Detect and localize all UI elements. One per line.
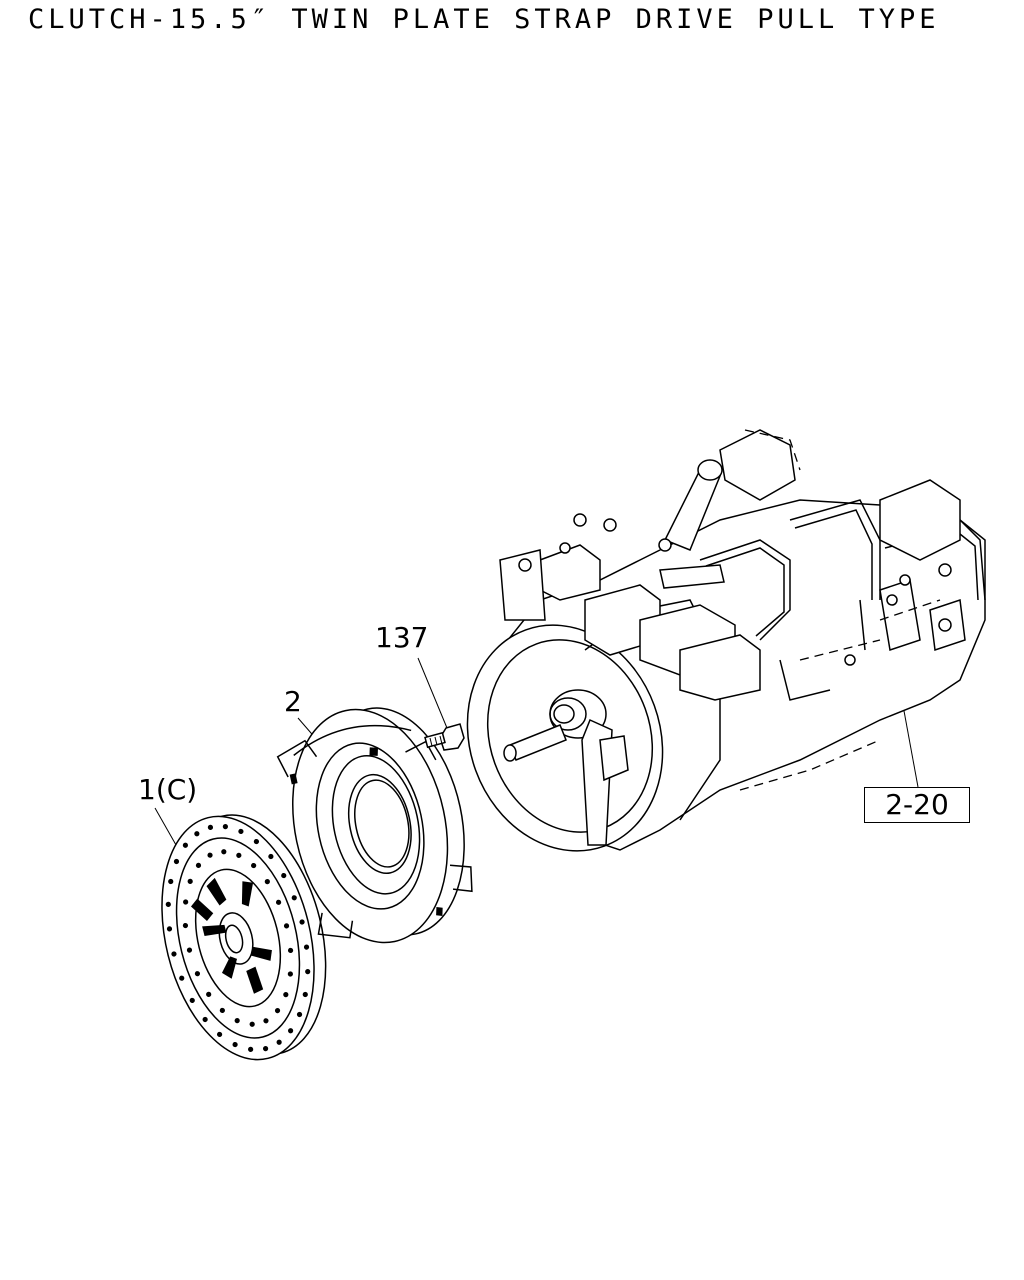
callout-bolt: 137 — [375, 621, 429, 654]
rivet-hole — [207, 852, 213, 858]
rivet-hole — [171, 951, 177, 957]
leader-line-bolt — [417, 657, 448, 729]
rivet-hole — [305, 969, 311, 975]
rivet-hole — [276, 1039, 282, 1045]
callout-clutch-disc: 1(C) — [138, 773, 198, 806]
rivet-hole — [221, 849, 227, 855]
rivet-hole — [287, 947, 294, 954]
rivet-hole — [222, 824, 228, 830]
rivet-hole — [303, 944, 310, 950]
rivet-hole — [207, 824, 214, 830]
rivet-hole — [173, 858, 180, 865]
rivet-hole — [182, 922, 189, 929]
rivet-hole — [296, 1011, 303, 1018]
rivet-hole — [194, 971, 201, 977]
rivet-hole — [238, 828, 244, 835]
rivet-hole — [165, 901, 171, 907]
rivet-hole — [302, 991, 308, 998]
rivet-hole — [249, 1021, 255, 1027]
rivet-hole — [186, 947, 193, 953]
rivet-hole — [251, 862, 257, 869]
rivet-hole — [168, 878, 174, 885]
rivet-hole — [189, 997, 195, 1004]
rivet-hole — [287, 1028, 294, 1034]
leader-line-transmission — [901, 699, 919, 788]
rivet-hole — [194, 831, 200, 837]
rivet-hole — [253, 838, 260, 845]
rivet-hole — [179, 975, 185, 981]
rivet-hole — [274, 1007, 281, 1014]
rivet-hole — [287, 971, 293, 977]
rivet-hole — [202, 1016, 208, 1023]
rivet-hole — [283, 992, 289, 998]
rivet-hole — [248, 1046, 254, 1052]
page-title: CLUTCH-15.5″ TWIN PLATE STRAP DRIVE PULL… — [28, 4, 940, 35]
rivet-hole — [263, 1018, 269, 1024]
rivet-hole — [268, 853, 274, 860]
rivet-hole — [281, 872, 287, 879]
bolt — [424, 723, 465, 751]
rivet-hole — [216, 1031, 223, 1038]
rivet-hole — [275, 899, 282, 905]
pressure-plate — [276, 707, 473, 944]
rivet-hole — [236, 852, 242, 858]
rivet-hole — [187, 878, 193, 884]
rivet-hole — [166, 926, 173, 932]
rivet-hole — [232, 1041, 238, 1048]
rivet-hole — [262, 1046, 269, 1052]
rivet-hole — [291, 895, 297, 901]
rivet-hole — [219, 1007, 225, 1014]
rivet-hole — [182, 842, 189, 848]
rivet-hole — [264, 879, 270, 885]
transmission-assembly — [466, 429, 986, 852]
rivet-hole — [183, 899, 189, 905]
rivet-hole — [234, 1018, 240, 1024]
rivet-hole — [283, 923, 290, 929]
reference-box-transmission[interactable]: 2-20 — [864, 787, 970, 823]
callout-pressure-plate: 2 — [284, 685, 302, 718]
rivet-hole — [195, 862, 202, 869]
rivet-hole — [299, 919, 305, 925]
rivet-hole — [206, 991, 212, 997]
clutch-disc — [161, 814, 327, 1061]
